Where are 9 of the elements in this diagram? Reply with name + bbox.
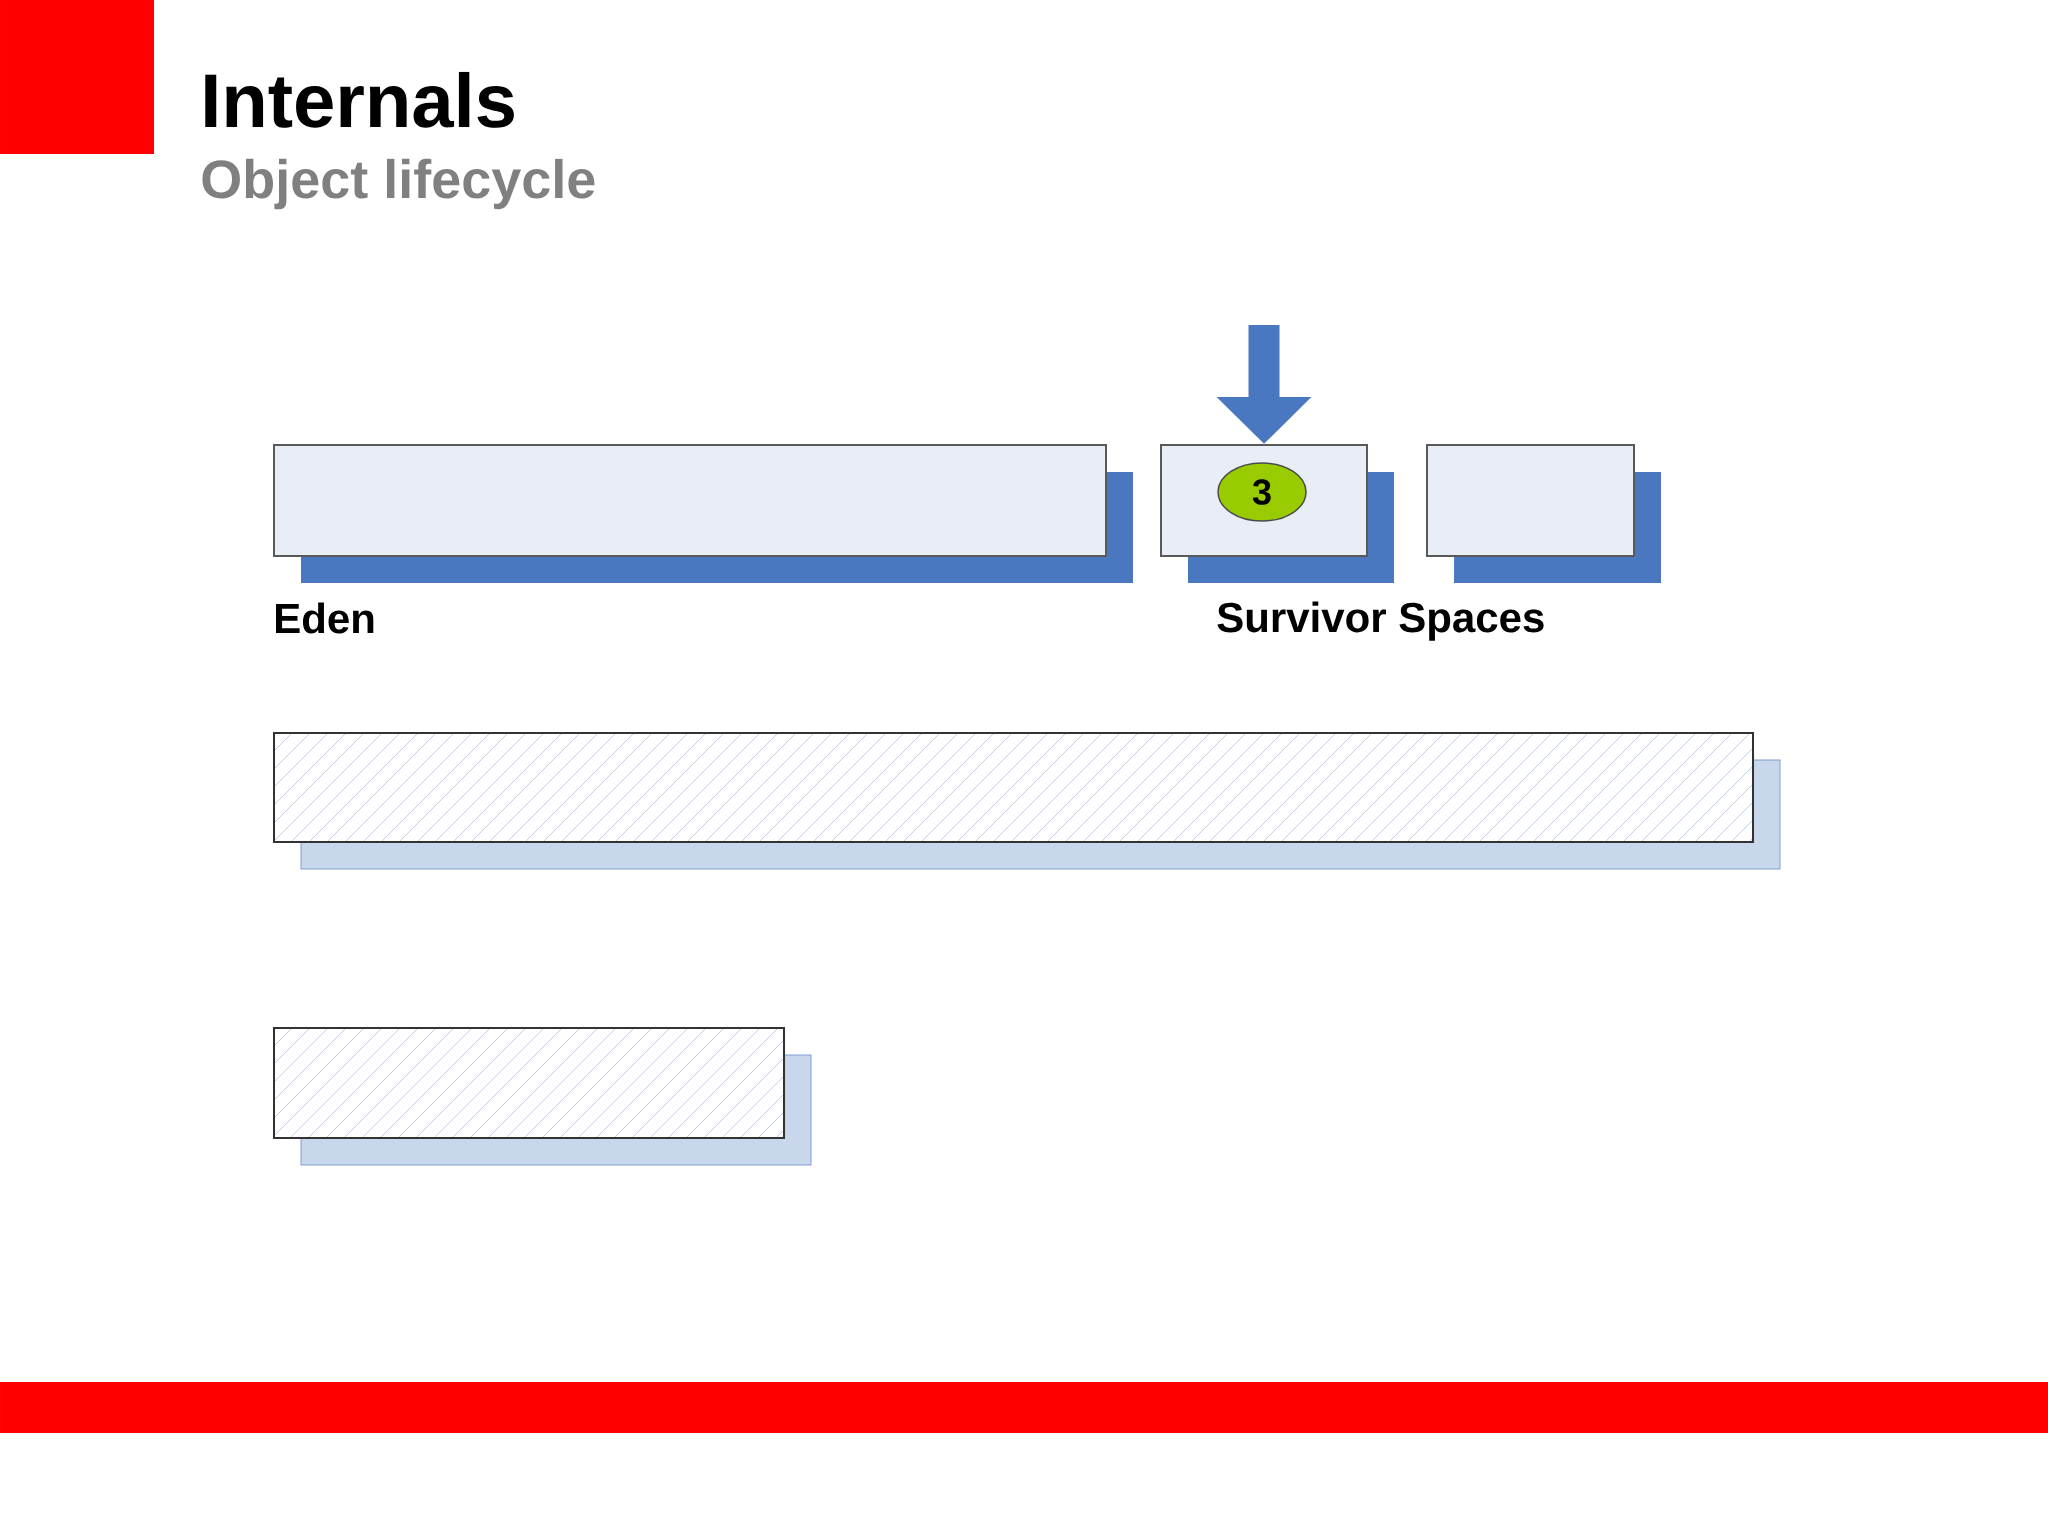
memory-box bbox=[1426, 444, 1635, 557]
space-label: Eden bbox=[276, 602, 374, 634]
memory-box bbox=[273, 444, 1107, 557]
memory-bar bbox=[273, 1027, 785, 1139]
numbered-oval: 3 bbox=[1217, 462, 1307, 522]
subtitle: Object lifecycle bbox=[202, 158, 595, 210]
title: Internals bbox=[205, 71, 514, 128]
memory-bar bbox=[273, 732, 1754, 843]
space-label: Survivor Spaces bbox=[1217, 601, 1544, 641]
